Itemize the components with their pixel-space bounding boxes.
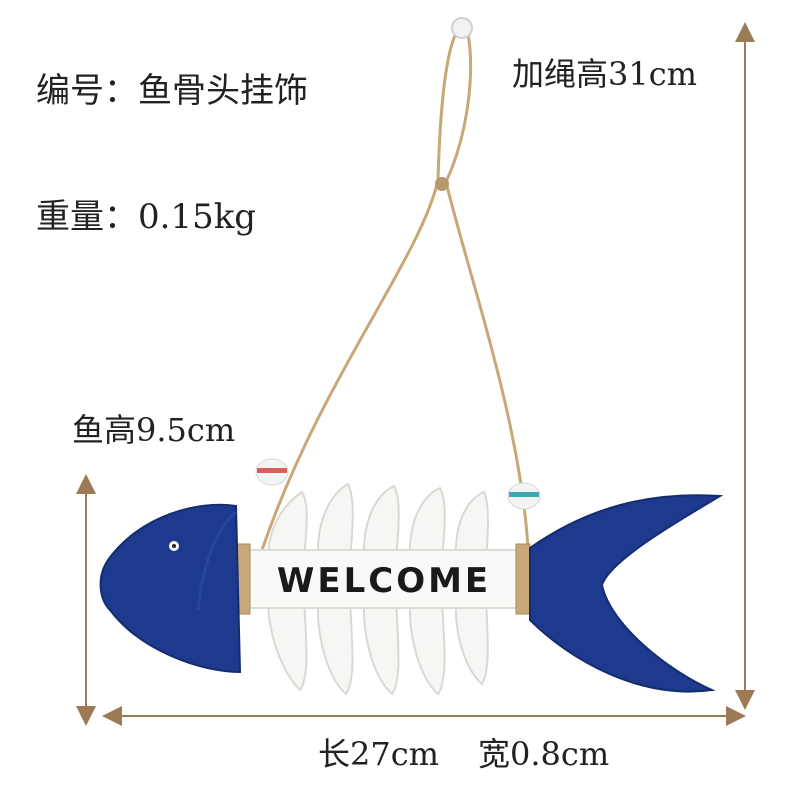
wall-hook [451, 17, 473, 39]
rope-binding-right [515, 543, 531, 615]
fish-tail [529, 494, 724, 693]
rope-knot [435, 177, 449, 191]
welcome-text: WELCOME [277, 561, 491, 601]
bead-left [255, 458, 289, 486]
rope-height-label: 加绳高31cm [512, 55, 697, 93]
width-label: 宽0.8cm [478, 735, 610, 773]
length-label: 长27cm [318, 735, 439, 773]
fish-ribs [266, 482, 489, 696]
bead-right [507, 482, 541, 510]
weight-label: 重量：0.15kg [36, 197, 257, 237]
product-code-label: 编号：鱼骨头挂饰 [36, 71, 308, 111]
fish-head [99, 503, 242, 674]
fish-height-label: 鱼高9.5cm [72, 411, 236, 449]
